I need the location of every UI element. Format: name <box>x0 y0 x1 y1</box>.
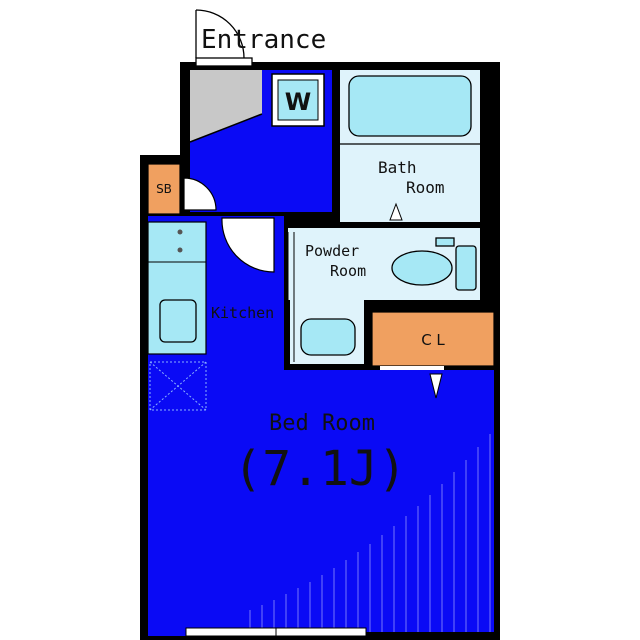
powder-room-label-line2: Room <box>330 262 366 280</box>
floor-areas <box>148 70 494 636</box>
powder-sink <box>300 318 356 356</box>
entrance-floor <box>190 70 262 142</box>
shoe-box-door <box>183 177 217 211</box>
bedroom-label: Bed Room <box>269 411 375 436</box>
bedroom-floor <box>148 370 494 632</box>
kitchen-sink <box>159 299 197 343</box>
powder-room-label-line1: Powder <box>305 242 359 260</box>
shoe-box <box>147 163 181 215</box>
bath-room-label-line1: Bath <box>378 158 417 177</box>
kitchen-label: Kitchen <box>211 304 274 322</box>
refrigerator-space <box>149 361 207 411</box>
hall-door <box>221 217 275 273</box>
washer <box>271 73 325 127</box>
entrance-label: Entrance <box>201 25 326 55</box>
bedroom-hatch <box>249 434 491 632</box>
bath-room-label-line2: Room <box>406 178 445 197</box>
stove-burner <box>177 247 183 253</box>
toilet <box>391 237 477 291</box>
entrance-door <box>195 9 253 67</box>
shoe-box-label: SB <box>156 182 172 196</box>
washer-label: W <box>285 88 311 116</box>
bath-room <box>340 70 480 222</box>
stove-burner <box>177 229 183 235</box>
kitchen <box>147 221 207 411</box>
closet-door-mark <box>429 373 443 399</box>
closet-label: C L <box>421 331 445 349</box>
bedroom-size-label: (7.1J) <box>233 441 406 497</box>
closet <box>371 311 495 367</box>
